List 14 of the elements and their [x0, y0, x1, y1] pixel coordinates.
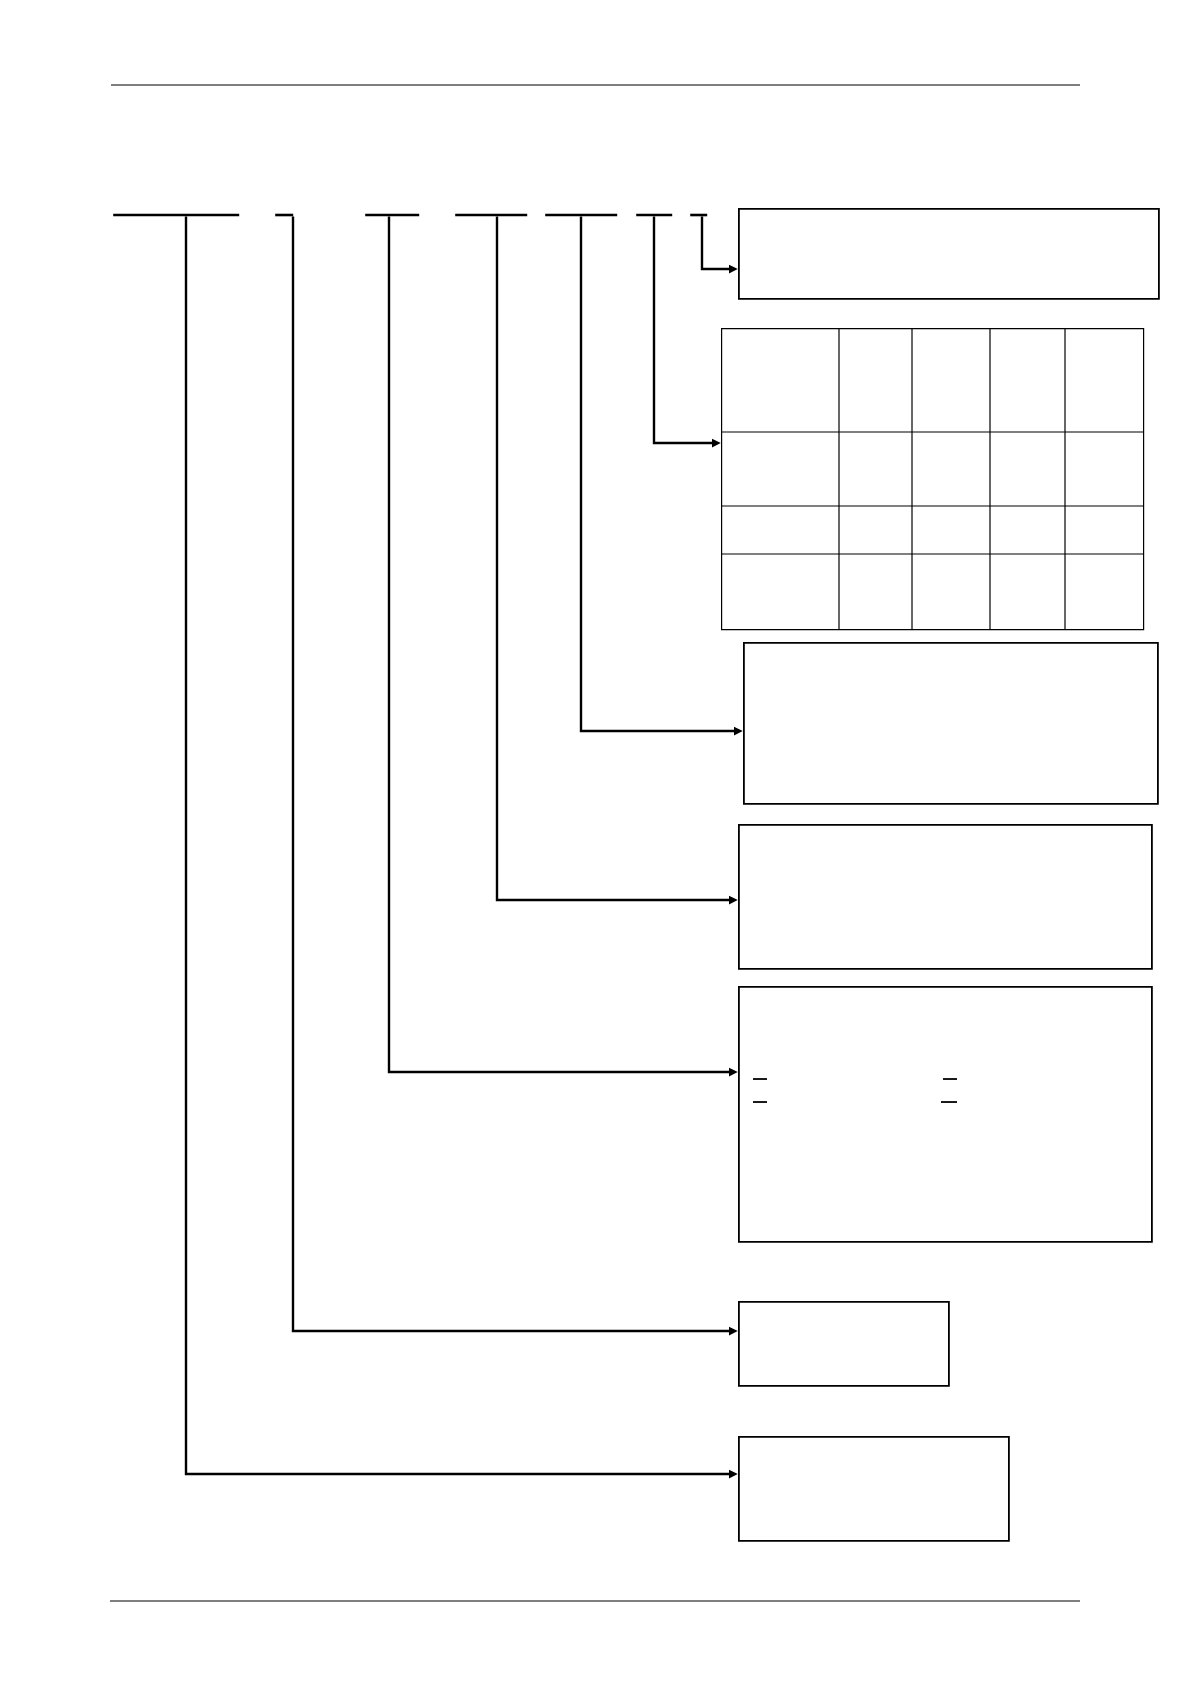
empty-box	[743, 642, 1159, 805]
blank-line	[545, 213, 618, 217]
blank-line	[455, 213, 528, 217]
empty-box	[738, 986, 1153, 1243]
empty-table	[720, 327, 1145, 631]
empty-box	[738, 1436, 1010, 1542]
empty-box	[738, 1301, 950, 1387]
blank-line	[113, 213, 240, 217]
blank-line	[365, 213, 420, 217]
empty-box	[738, 824, 1153, 970]
blank-line	[690, 213, 708, 217]
blank-line	[275, 213, 294, 217]
empty-box	[738, 208, 1160, 300]
blank-line	[636, 213, 673, 217]
